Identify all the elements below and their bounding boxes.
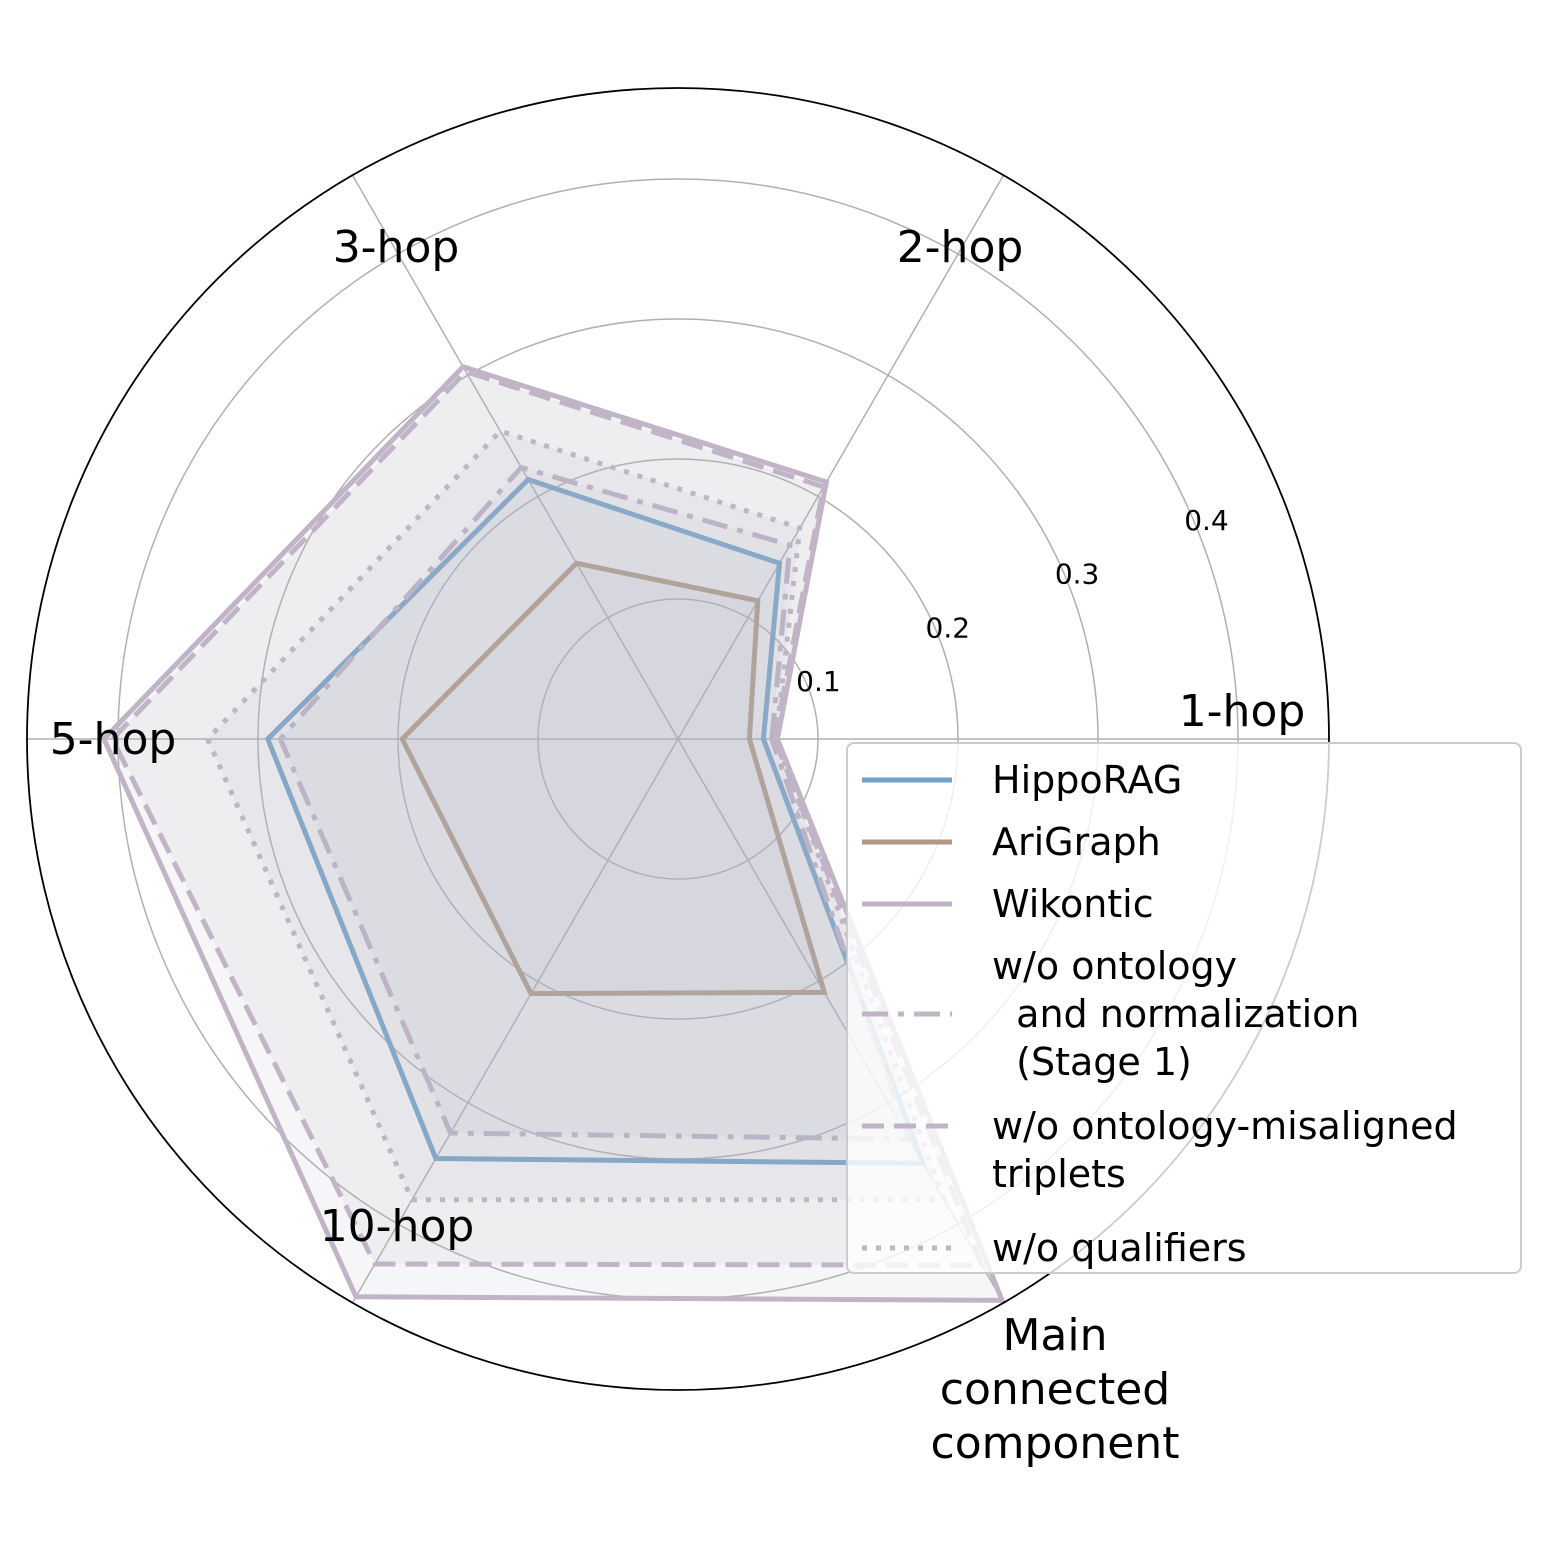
- legend-item: AriGraph: [848, 818, 1161, 866]
- legend-label: HippoRAG: [992, 758, 1183, 802]
- series-fill: [402, 563, 825, 994]
- legend-item: w/o qualifiers: [848, 1224, 1247, 1272]
- legend-label: AriGraph: [992, 820, 1161, 864]
- legend-item: HippoRAG: [848, 756, 1182, 804]
- legend-label: w/o ontology-misaligned triplets: [992, 1104, 1458, 1196]
- axis-spoke: [677, 174, 1005, 740]
- axis-label: 2-hop: [897, 222, 1024, 273]
- series-fill: [112, 371, 982, 1266]
- legend-label: w/o qualifiers: [992, 1226, 1247, 1270]
- series-fill: [104, 366, 1003, 1301]
- legend-swatch: [862, 1011, 952, 1017]
- legend-swatch: [862, 901, 952, 907]
- r-tick-label: 0.2: [926, 611, 971, 644]
- r-tick-label: 0.1: [796, 665, 841, 698]
- series-fill: [280, 467, 909, 1140]
- axis-label: 10-hop: [320, 1201, 475, 1252]
- legend-label: Wikontic: [992, 882, 1154, 926]
- axis-label: 5-hop: [50, 714, 177, 765]
- legend-swatch: [862, 1245, 952, 1251]
- legend-swatch: [862, 1123, 952, 1129]
- outer-circle: [26, 87, 1330, 1391]
- axis-spoke: [351, 174, 679, 740]
- legend-label: w/o ontology and normalization (Stage 1): [992, 944, 1360, 1084]
- legend-item: w/o ontology and normalization (Stage 1): [848, 942, 1359, 1086]
- legend-item: w/o ontology-misaligned triplets: [848, 1102, 1458, 1198]
- axis-label: 3-hop: [333, 222, 460, 273]
- r-tick-label: 0.3: [1055, 558, 1100, 591]
- legend-item: Wikontic: [848, 880, 1154, 928]
- r-tick-label: 0.4: [1184, 504, 1229, 537]
- axis-spoke: [351, 738, 679, 1304]
- legend-swatch: [862, 839, 952, 845]
- legend-swatch: [862, 777, 952, 783]
- series-fill: [207, 431, 945, 1200]
- axis-label: 1-hop: [1179, 686, 1306, 737]
